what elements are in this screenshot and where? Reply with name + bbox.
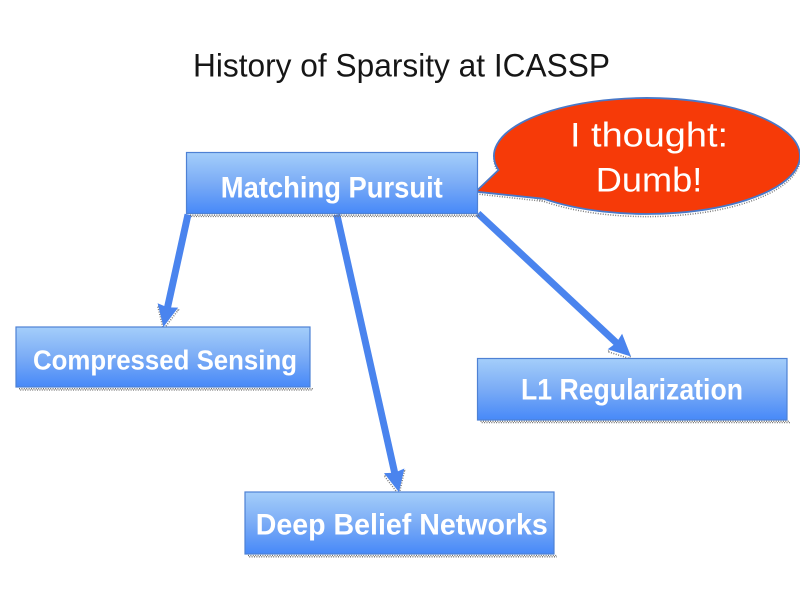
svg-text:Matching Pursuit: Matching Pursuit (221, 171, 443, 204)
svg-text:Deep Belief Networks: Deep Belief Networks (256, 509, 548, 542)
svg-text:L1 Regularization: L1 Regularization (521, 374, 743, 407)
svg-text:History of Sparsity at ICASSP: History of Sparsity at ICASSP (193, 48, 610, 84)
svg-text:Dumb!: Dumb! (596, 161, 703, 199)
svg-text:Compressed Sensing: Compressed Sensing (33, 345, 297, 376)
svg-text:I thought:: I thought: (570, 117, 728, 155)
